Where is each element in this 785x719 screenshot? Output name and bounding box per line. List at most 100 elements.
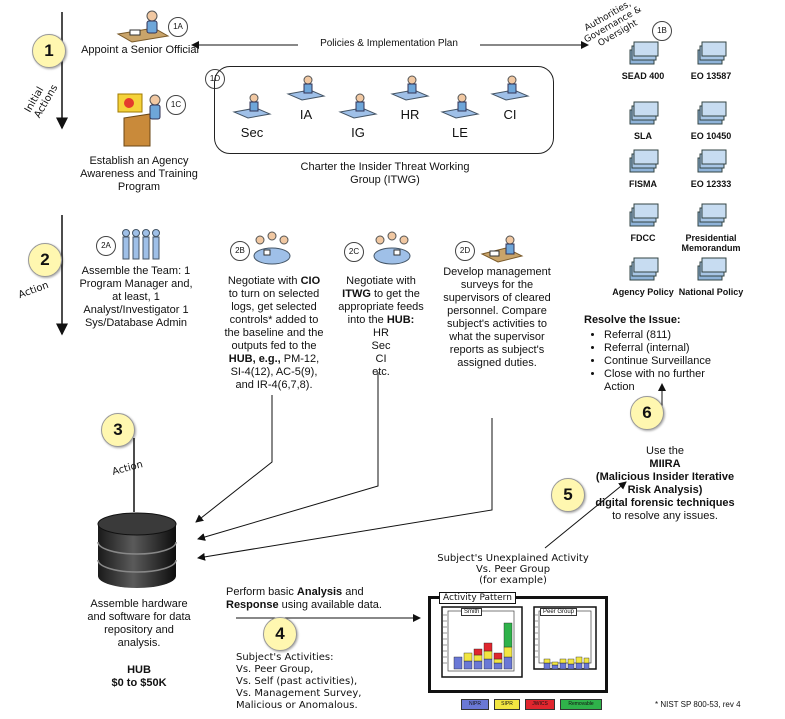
authority-label: FISMA — [629, 179, 657, 189]
authority-label: SEAD 400 — [621, 71, 665, 81]
cio-bold: CIO — [300, 275, 321, 287]
negotiate-itwg-text: Negotiate with ITWG to get the appropria… — [336, 275, 426, 379]
person-desk-icon — [490, 75, 530, 101]
person-desk-icon — [286, 75, 326, 101]
cio-line-1: Negotiate with — [227, 275, 298, 287]
senior-official-icon — [116, 10, 170, 43]
activity-bar-segment — [473, 654, 483, 662]
resolve-issue-box: Resolve the Issue: Referral (811) Referr… — [584, 314, 784, 394]
itwg-hub-bold: HUB: — [386, 314, 415, 326]
badge-2d: 2D — [455, 241, 475, 261]
activity-bar-segment — [483, 642, 493, 652]
authority-label: EO 13587 — [690, 71, 732, 81]
authority-3: EO 10450 — [676, 100, 746, 141]
peer-bars — [543, 656, 590, 670]
arrow-2b-hub — [195, 395, 273, 523]
unexplained-line-1: Subject's Unexplained Activity — [437, 553, 589, 564]
document-stack-icon — [629, 257, 659, 281]
survey-icon — [480, 235, 524, 263]
itwg-label-ig: IG — [351, 125, 365, 140]
activity-bar-segment — [483, 650, 493, 660]
miira-digital: digital forensic techniques — [595, 497, 735, 509]
resolve-item-3: Continue Surveillance — [604, 355, 784, 368]
unexplained-line-3: (for example) — [479, 575, 547, 586]
activity-bar-segment — [575, 656, 583, 664]
awareness-text: Establish an Agency Awareness and Traini… — [80, 155, 198, 193]
peer-group-label: Peer Group — [540, 608, 578, 616]
miira-text: Use the MIIRA (Malicious Insider Iterati… — [590, 445, 740, 523]
badge-1b: 1B — [652, 21, 672, 41]
authority-label: EO 10450 — [690, 131, 732, 141]
activity-bar-segment — [463, 660, 473, 670]
itwg-label-sec: Sec — [240, 125, 264, 140]
activity-bar-segment — [503, 646, 513, 658]
authority-5: EO 12333 — [676, 148, 746, 189]
document-stack-icon — [697, 149, 727, 173]
itwg-member-ia: IA — [286, 74, 326, 122]
activity-bar-segment — [559, 658, 567, 664]
activity-bar-segment — [551, 661, 559, 666]
activity-pattern-chart — [441, 606, 597, 678]
activity-bar-segment — [493, 662, 503, 670]
activity-bar-segment — [453, 656, 463, 670]
activity-bar-segment — [543, 658, 551, 664]
activities-self: Vs. Self (past activities), — [236, 676, 358, 687]
authority-label: FDCC — [630, 233, 656, 243]
document-stack-icon — [697, 203, 727, 227]
activity-bar-segment — [583, 657, 590, 664]
step-4-badge: 4 — [263, 617, 297, 651]
activity-pattern-panel — [428, 596, 608, 693]
step-3-badge: 3 — [101, 413, 135, 447]
subject-activities-list: Subject's Activities: Vs. Peer Group, Vs… — [236, 652, 406, 712]
activity-bar-segment — [483, 658, 493, 670]
itwg-feed-hr: HR — [373, 327, 389, 339]
itwg-member-ci: CI — [490, 74, 530, 122]
document-stack-icon — [629, 41, 659, 65]
resolve-item-2: Referral (internal) — [604, 342, 784, 355]
step-5-badge: 5 — [551, 478, 585, 512]
itwg-feed-sec: Sec — [371, 340, 391, 352]
arrow-2c-hub — [197, 372, 379, 541]
itwg-member-hr: HR — [390, 74, 430, 122]
document-stack-icon — [629, 101, 659, 125]
miira-arrow — [544, 481, 627, 549]
activity-bar-segment — [493, 652, 503, 660]
itwg-label-hr: HR — [400, 107, 420, 122]
authority-label: SLA — [634, 131, 652, 141]
legend-removable: Removable — [560, 699, 602, 710]
footnote: * NIST SP 800-53, rev 4 — [655, 700, 741, 709]
activities-title: Subject's Activities: — [236, 652, 334, 663]
activity-bar-segment — [551, 664, 559, 670]
activities-survey: Vs. Management Survey, — [236, 688, 362, 699]
itwg-label-le: LE — [452, 125, 468, 140]
itwg-member-le: LE — [440, 92, 480, 140]
perform-rest: using available data. — [281, 599, 382, 611]
perform-1: Perform basic — [226, 586, 294, 598]
database-hub-icon — [97, 512, 177, 588]
hub-cost: $0 to $50K — [111, 677, 167, 689]
meeting-cio-icon — [253, 231, 291, 265]
perform-and: and — [345, 586, 364, 598]
activity-bar-segment — [567, 663, 575, 670]
arrow-2d-hub — [197, 418, 493, 561]
activity-bar-segment — [473, 648, 483, 656]
step-1-badge: 1 — [32, 34, 66, 68]
document-stack-icon — [629, 203, 659, 227]
itwg-bold: ITWG — [342, 288, 371, 300]
perform-response-bold: Response — [226, 599, 279, 611]
itwg-label-ci: CI — [503, 107, 517, 122]
document-stack-icon — [697, 101, 727, 125]
itwg-line-3: to get the appropriate feeds into the — [338, 288, 424, 326]
team-icon — [122, 229, 160, 260]
cio-controls: PM-12, SI-4(12), AC-5(9), and IR-4(6,7,8… — [230, 353, 320, 391]
smith-label: Smith — [461, 608, 483, 616]
authority-9: National Policy — [676, 256, 746, 297]
activities-malicious: Malicious or Anomalous. — [236, 700, 358, 711]
authority-label: Agency Policy — [612, 287, 674, 297]
authority-label: EO 12333 — [690, 179, 732, 189]
itwg-member-ig: IG — [338, 92, 378, 140]
document-stack-icon — [697, 41, 727, 65]
step-6-badge: 6 — [630, 396, 664, 430]
itwg-box — [214, 66, 554, 154]
